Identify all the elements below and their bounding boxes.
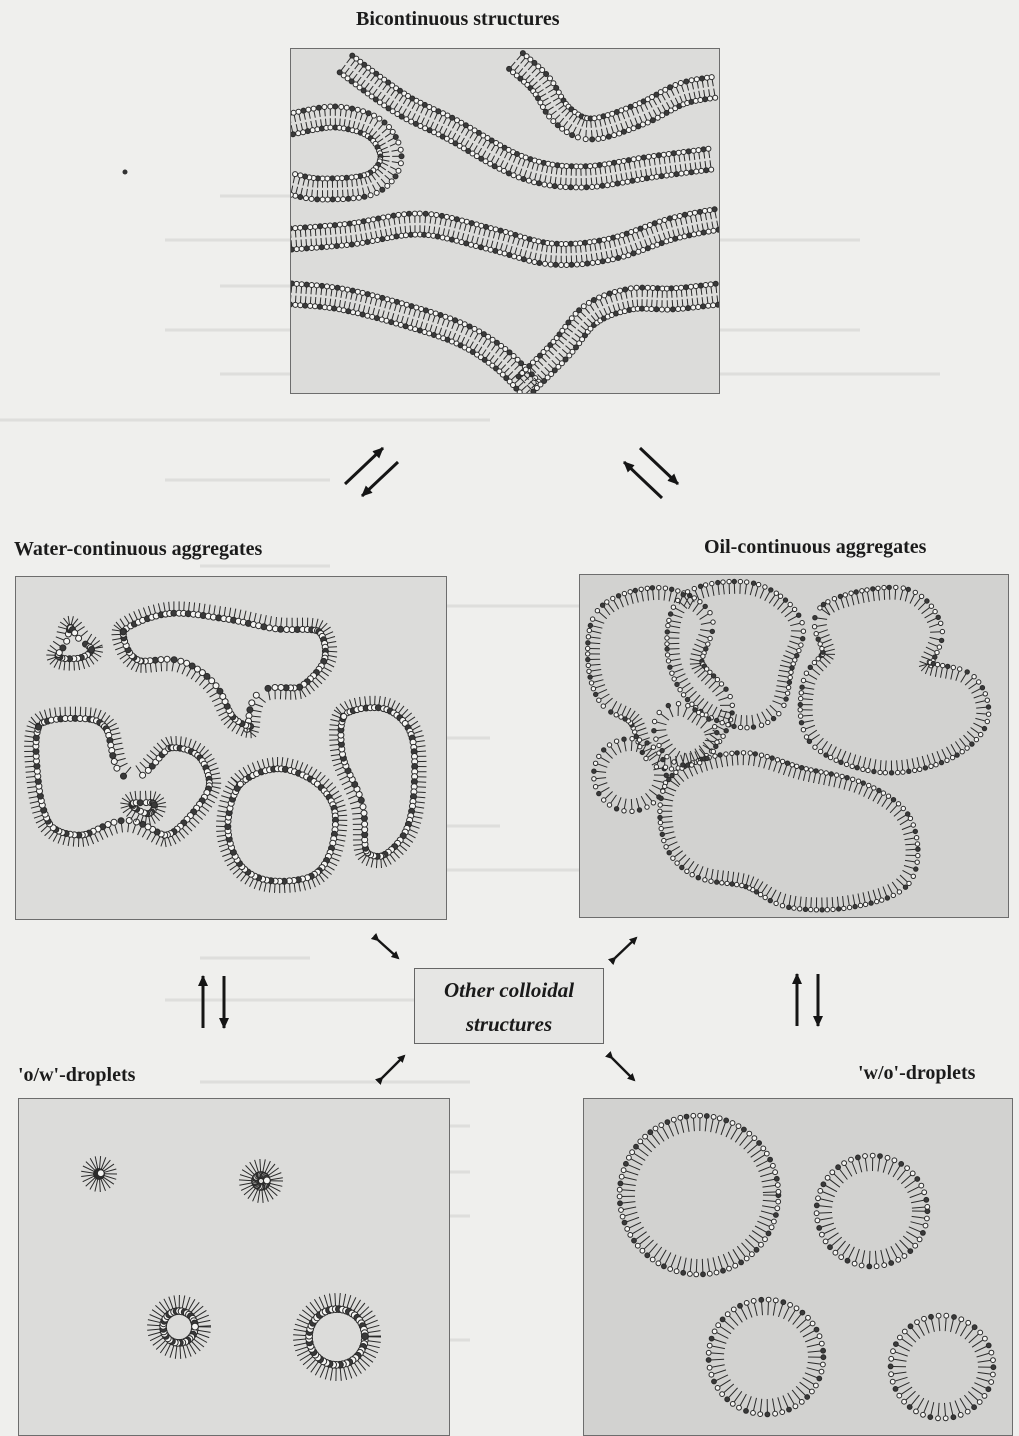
wo-droplets-membranes	[584, 1099, 1012, 1435]
center-label-line2: structures	[415, 1007, 603, 1041]
label-oil-continuous: Oil-continuous aggregates	[704, 536, 926, 559]
label-water-continuous: Water-continuous aggregates	[14, 538, 262, 561]
other-colloidal-structures-box: Other colloidal structures	[414, 968, 604, 1044]
panel-wo-droplets	[583, 1098, 1013, 1436]
panel-bicontinuous	[290, 48, 720, 394]
panel-ow-droplets	[18, 1098, 450, 1436]
bicontinuous-membranes	[291, 49, 719, 393]
center-label-line1: Other colloidal	[415, 973, 603, 1007]
ow-droplets-membranes	[19, 1099, 449, 1435]
water-continuous-membranes	[16, 577, 446, 919]
oil-continuous-membranes	[580, 575, 1008, 917]
panel-oil-continuous	[579, 574, 1009, 918]
label-ow-droplets: 'o/w'-droplets	[18, 1064, 135, 1087]
label-bicontinuous: Bicontinuous structures	[356, 8, 560, 31]
panel-water-continuous	[15, 576, 447, 920]
label-wo-droplets: 'w/o'-droplets	[858, 1062, 975, 1085]
